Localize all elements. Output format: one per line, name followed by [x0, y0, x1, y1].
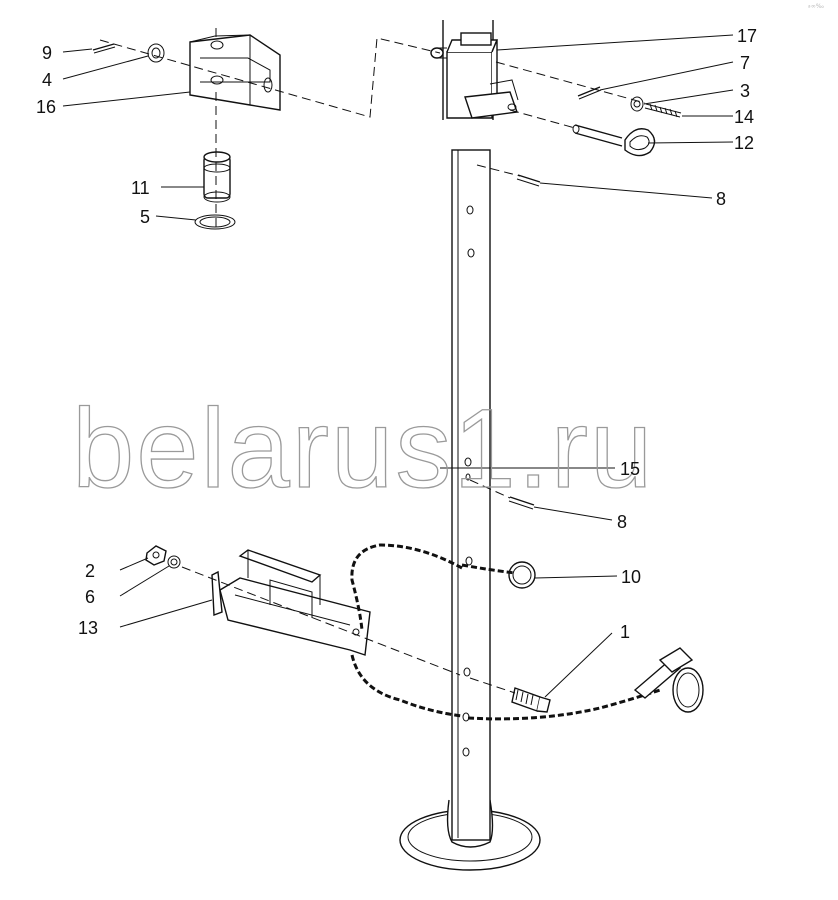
retaining-ring [194, 214, 236, 230]
leader-lines [62, 34, 734, 698]
callout-14: 14 [734, 107, 754, 127]
roll-pin-8-upper [516, 174, 541, 187]
center-lines [99, 28, 646, 694]
cotter-pin-9 [92, 43, 116, 54]
callout-6: 6 [85, 587, 95, 607]
detent-pin [633, 647, 704, 713]
spring-14 [644, 103, 682, 118]
callout-8-lower: 8 [617, 512, 627, 532]
callout-13: 13 [78, 618, 98, 638]
callout-labels: 9 4 16 11 5 17 7 3 14 12 8 15 8 10 2 6 1… [36, 26, 757, 642]
callout-10: 10 [621, 567, 641, 587]
washer-3 [630, 96, 644, 112]
callout-5: 5 [140, 207, 150, 227]
callout-9: 9 [42, 43, 52, 63]
callout-15: 15 [620, 459, 640, 479]
callout-17: 17 [737, 26, 757, 46]
main-post [442, 20, 494, 841]
locking-pin-12 [572, 124, 656, 157]
callout-3: 3 [740, 81, 750, 101]
callout-2: 2 [85, 561, 95, 581]
callout-8-upper: 8 [716, 189, 726, 209]
roll-pin-8-lower [508, 496, 535, 510]
callout-4: 4 [42, 70, 52, 90]
chain [350, 543, 661, 721]
watermark: belarus1.ru [72, 386, 654, 511]
callout-7: 7 [740, 53, 750, 73]
top-bracket [430, 32, 519, 119]
corner-mark: ء∞‰ [808, 3, 824, 10]
holder-bracket [211, 549, 371, 656]
callout-1: 1 [620, 622, 630, 642]
yoke-fork [189, 34, 281, 111]
callout-12: 12 [734, 133, 754, 153]
bolt-1 [511, 687, 551, 713]
nut-2 [145, 545, 167, 566]
pivot-pin [203, 151, 231, 203]
cotter-pin-7 [577, 86, 602, 100]
callout-16: 16 [36, 97, 56, 117]
washer-4 [147, 43, 165, 63]
callout-11: 11 [131, 178, 150, 198]
washer-6 [167, 555, 181, 569]
